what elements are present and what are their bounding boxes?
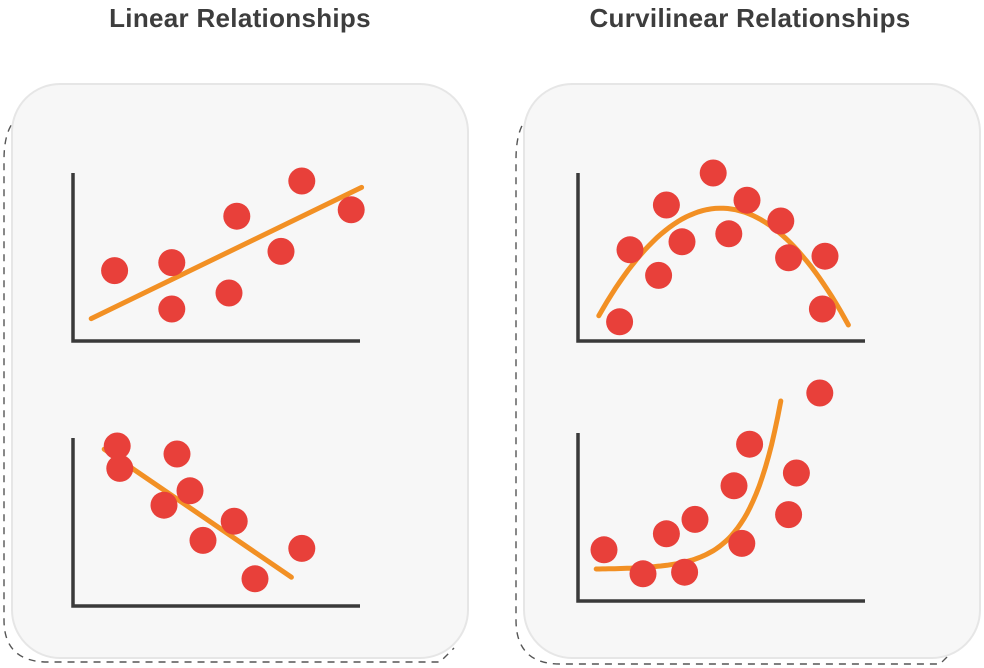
title-curvilinear-relationships: Curvilinear Relationships: [589, 2, 911, 33]
data-point-8: [736, 430, 764, 458]
data-point-1: [606, 308, 634, 336]
data-point-4: [215, 279, 243, 307]
data-point-3: [645, 261, 673, 289]
panel-curvilinear: [515, 83, 981, 665]
scatter-chart-1: [71, 167, 365, 343]
panel-linear-dashed-outline: [3, 115, 455, 663]
data-point-2: [106, 454, 134, 482]
scatter-chart-3: [576, 159, 865, 343]
data-point-11: [811, 242, 839, 270]
data-point-1: [101, 257, 129, 285]
data-point-1: [103, 432, 131, 460]
panel-curvilinear-card: [523, 83, 981, 659]
data-point-5: [681, 505, 709, 533]
data-point-5: [223, 202, 251, 230]
data-point-8: [337, 196, 365, 224]
data-point-6: [720, 472, 748, 500]
scatter-chart-4: [576, 379, 865, 603]
chart-axes: [576, 173, 865, 343]
data-point-4: [176, 477, 204, 505]
chart-axes: [71, 438, 360, 608]
data-point-7: [728, 529, 756, 557]
data-point-9: [288, 534, 316, 562]
data-point-6: [189, 526, 217, 554]
data-point-10: [775, 244, 803, 272]
data-point-5: [668, 228, 696, 256]
data-point-11: [806, 379, 834, 407]
panel-curvilinear-dashed-outline: [515, 115, 957, 665]
data-point-9: [775, 501, 803, 529]
data-point-4: [652, 191, 680, 219]
data-point-8: [733, 186, 761, 214]
panel-linear: [3, 83, 469, 663]
chart-axes: [576, 433, 865, 603]
data-point-5: [150, 491, 178, 519]
scatter-chart-2: [71, 432, 360, 608]
data-point-12: [808, 295, 836, 323]
fit-line: [101, 446, 294, 580]
data-point-9: [767, 207, 795, 235]
panel-linear-card: [11, 83, 469, 659]
data-point-3: [158, 295, 186, 323]
fit-line: [88, 184, 365, 322]
data-point-6: [267, 237, 295, 265]
data-point-3: [163, 440, 191, 468]
data-point-2: [158, 249, 186, 277]
data-point-8: [241, 565, 269, 593]
title-linear-relationships: Linear Relationships: [109, 2, 371, 33]
data-point-7: [220, 507, 248, 535]
data-point-10: [782, 459, 810, 487]
data-point-2: [629, 560, 657, 588]
data-point-3: [652, 520, 680, 548]
data-point-4: [671, 558, 699, 586]
data-point-1: [590, 536, 618, 564]
data-point-2: [616, 236, 644, 264]
data-point-7: [715, 220, 743, 248]
data-point-6: [699, 159, 727, 187]
data-point-7: [288, 167, 316, 195]
chart-axes: [71, 173, 360, 343]
